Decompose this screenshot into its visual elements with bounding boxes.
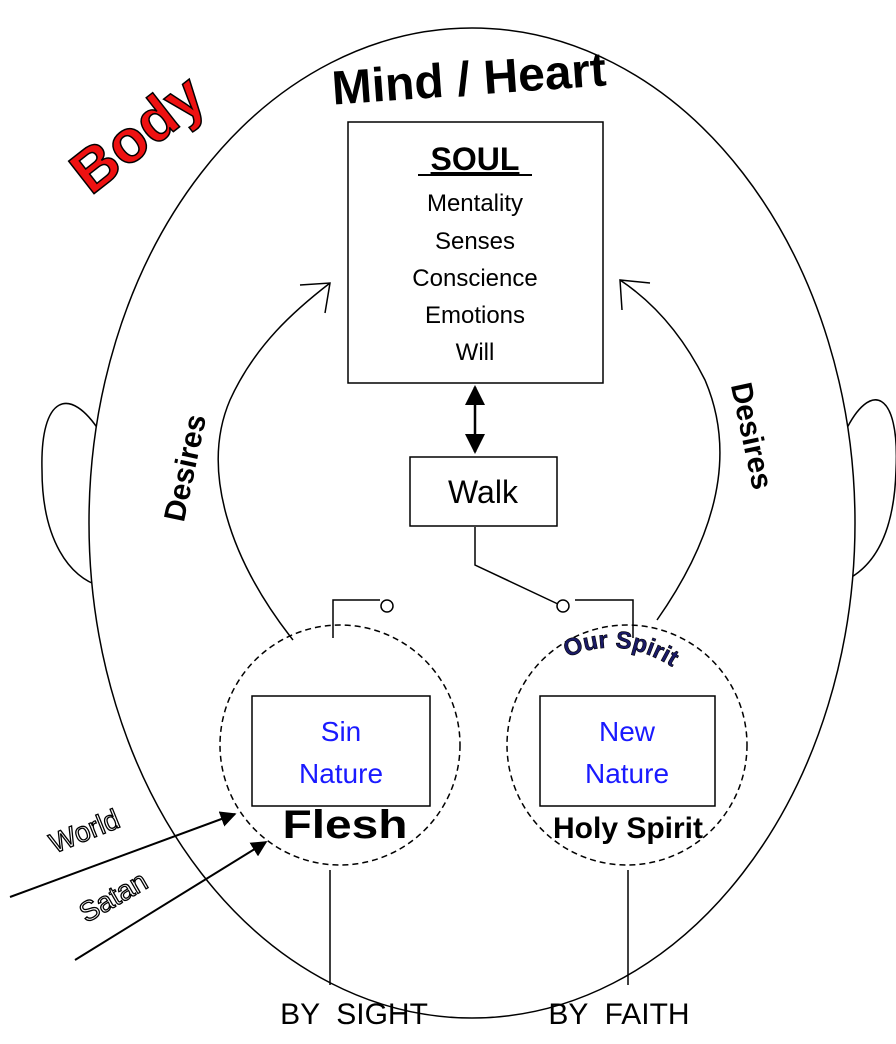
- soul-box: [347, 121, 604, 384]
- soul-item-conscience: Conscience: [412, 265, 537, 292]
- by-faith-label: BY FAITH: [548, 998, 689, 1031]
- world-arrow: [9, 811, 237, 898]
- desires-right-arrowhead: [619, 279, 651, 311]
- desires-left-arrow: [217, 282, 331, 641]
- new-nature-line2: Nature: [585, 758, 669, 789]
- flesh-label: Flesh: [283, 803, 408, 847]
- desires-left-arrowhead: [299, 282, 331, 314]
- left-switch-bracket: [332, 599, 380, 638]
- soul-item-emotions: Emotions: [425, 302, 525, 329]
- new-nature-box: [539, 695, 716, 807]
- sin-nature-line2: Nature: [299, 758, 383, 789]
- sin-nature-line1: Sin: [321, 716, 361, 747]
- soul-item-mentality: Mentality: [427, 190, 523, 217]
- by-sight-label: BY SIGHT: [280, 998, 428, 1031]
- spirit-circle: [506, 624, 748, 866]
- soul-item-will: Will: [456, 339, 495, 366]
- sin-nature-box: [251, 695, 431, 807]
- right-ear: [841, 399, 896, 583]
- flesh-circle: [219, 624, 461, 866]
- right-switch-contact: [556, 599, 570, 613]
- soul-item-senses: Senses: [435, 228, 515, 255]
- new-nature-line1: New: [599, 716, 656, 747]
- desires-right-arrow: [619, 279, 721, 621]
- satan-arrow: [74, 841, 268, 961]
- left-switch-contact: [380, 599, 394, 613]
- world-label: World: [45, 803, 124, 859]
- walk-box: [409, 456, 558, 527]
- left-ear: [41, 402, 101, 587]
- walk-switch-lever: [474, 527, 561, 606]
- holy-spirit-label: Holy Spirit: [553, 812, 703, 845]
- soul-title: SOUL: [431, 141, 520, 177]
- walk-label: Walk: [448, 474, 519, 510]
